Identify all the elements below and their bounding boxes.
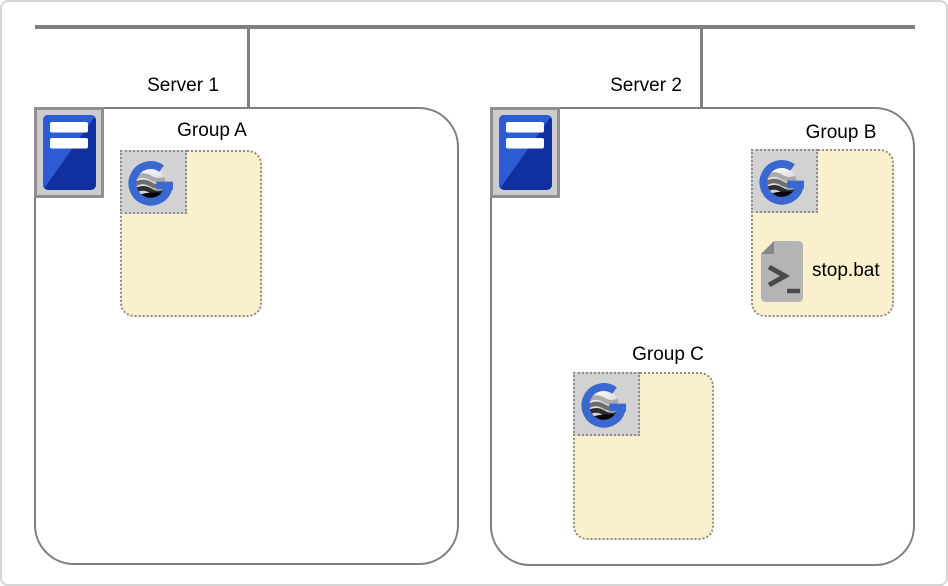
server-tower-icon (490, 107, 560, 198)
script-file-icon (761, 241, 803, 302)
script-file-label: stop.bat (812, 260, 880, 281)
group-a-logo-box (120, 150, 187, 214)
group-c-logo-box (573, 372, 640, 436)
server2-drop-line (700, 28, 703, 108)
g-logo-icon (581, 382, 627, 428)
server-tower-icon (34, 107, 104, 198)
server2-label: Server 2 (610, 75, 682, 96)
g-logo-icon (759, 159, 805, 205)
network-bus-line (35, 25, 915, 29)
server1-drop-line (247, 28, 250, 108)
server1-label: Server 1 (147, 75, 219, 96)
group-b-label: Group B (805, 122, 877, 143)
group-c-label: Group C (632, 344, 704, 365)
group-b-logo-box (751, 149, 818, 213)
group-a-label: Group A (177, 120, 247, 141)
server2-box: Group B (490, 107, 915, 566)
server1-box: Group A (34, 107, 459, 565)
g-logo-icon (128, 160, 174, 206)
